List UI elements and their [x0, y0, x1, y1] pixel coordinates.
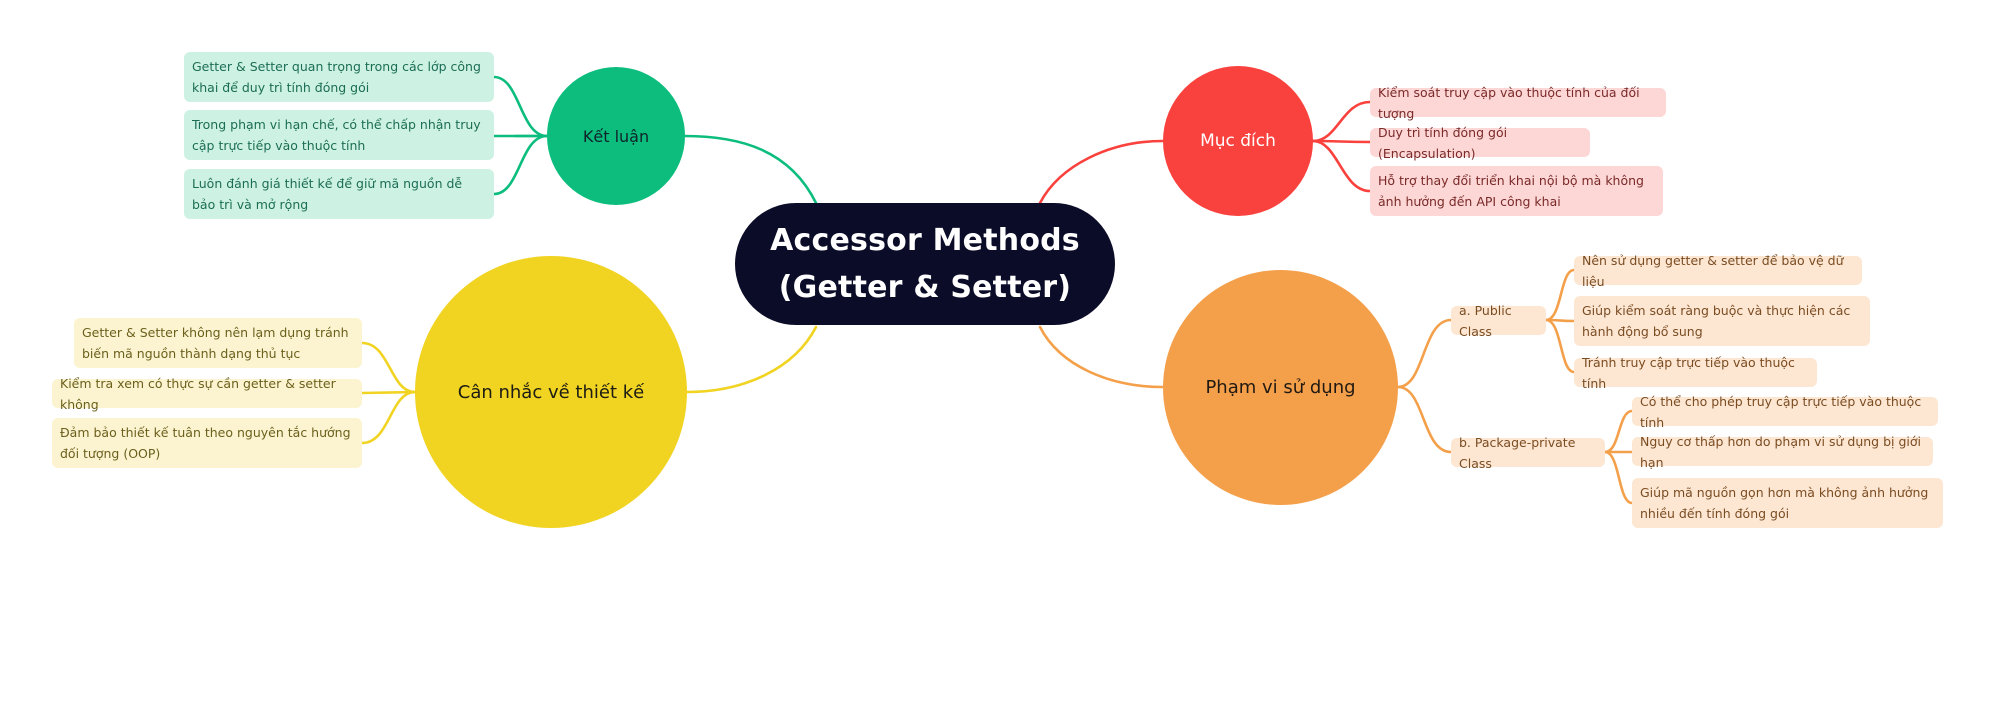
- link-ket-luan-0: [492, 75, 549, 138]
- link-root-muc-dich: [1038, 139, 1165, 205]
- leaf-muc-dich-2[interactable]: Hỗ trợ thay đổi triển khai nội bộ mà khô…: [1370, 166, 1663, 216]
- link-can-nhac-1: [360, 390, 417, 395]
- root-title: Accessor Methods (Getter & Setter): [770, 223, 1080, 305]
- link-pham-vi-package: [1396, 385, 1453, 454]
- link-root-pham-vi: [1038, 325, 1165, 389]
- leaf-can-nhac-2[interactable]: Đảm bảo thiết kế tuân theo nguyên tắc hư…: [52, 418, 362, 468]
- topic-ket-luan-label: Kết luận: [582, 126, 650, 146]
- link-muc-dich-2: [1311, 139, 1372, 193]
- topic-can-nhac-label: Cân nhắc về thiết kế: [457, 381, 645, 403]
- leaf-ket-luan-2[interactable]: Luôn đánh giá thiết kế để giữ mã nguồn d…: [184, 169, 494, 219]
- link-ket-luan-2: [492, 134, 549, 196]
- leaf-ket-luan-1[interactable]: Trong phạm vi hạn chế, có thể chấp nhận …: [184, 110, 494, 160]
- link-root-can-nhac: [685, 325, 818, 394]
- leaf-ket-luan-0[interactable]: Getter & Setter quan trọng trong các lớp…: [184, 52, 494, 102]
- subtopic-public-class[interactable]: a. Public Class: [1451, 303, 1546, 339]
- leaf-muc-dich-1[interactable]: Duy trì tính đóng gói (Encapsulation): [1370, 125, 1590, 161]
- topic-can-nhac[interactable]: Cân nhắc về thiết kế: [415, 256, 687, 528]
- leaf-package-0[interactable]: Có thể cho phép truy cập trực tiếp vào t…: [1632, 394, 1938, 430]
- leaf-can-nhac-1[interactable]: Kiểm tra xem có thực sự cần getter & set…: [52, 376, 362, 412]
- leaf-muc-dich-0[interactable]: Kiểm soát truy cập vào thuộc tính của đố…: [1370, 85, 1666, 121]
- leaf-package-2[interactable]: Giúp mã nguồn gọn hơn mà không ảnh hưởng…: [1632, 478, 1943, 528]
- link-muc-dich-0: [1311, 100, 1372, 143]
- topic-pham-vi-label: Phạm vi sử dụng: [1205, 377, 1356, 398]
- root-node[interactable]: Accessor Methods (Getter & Setter): [735, 203, 1115, 325]
- topic-pham-vi[interactable]: Phạm vi sử dụng: [1163, 270, 1398, 505]
- leaf-public-2[interactable]: Tránh truy cập trực tiếp vào thuộc tính: [1574, 355, 1817, 391]
- topic-ket-luan[interactable]: Kết luận: [547, 67, 685, 205]
- leaf-can-nhac-0[interactable]: Getter & Setter không nên lạm dụng tránh…: [74, 318, 362, 368]
- leaf-public-0[interactable]: Nên sử dụng getter & setter để bảo vệ dữ…: [1574, 253, 1862, 289]
- subtopic-package-private-class[interactable]: b. Package-private Class: [1451, 435, 1605, 471]
- link-can-nhac-0: [360, 341, 417, 394]
- link-can-nhac-2: [360, 390, 417, 445]
- leaf-package-1[interactable]: Nguy cơ thấp hơn do phạm vi sử dụng bị g…: [1632, 434, 1933, 470]
- topic-muc-dich-label: Mục đích: [1200, 131, 1276, 151]
- leaf-public-1[interactable]: Giúp kiểm soát ràng buộc và thực hiện cá…: [1574, 296, 1870, 346]
- topic-muc-dich[interactable]: Mục đích: [1163, 66, 1313, 216]
- link-pham-vi-public: [1396, 318, 1453, 389]
- link-root-ket-luan: [683, 134, 818, 205]
